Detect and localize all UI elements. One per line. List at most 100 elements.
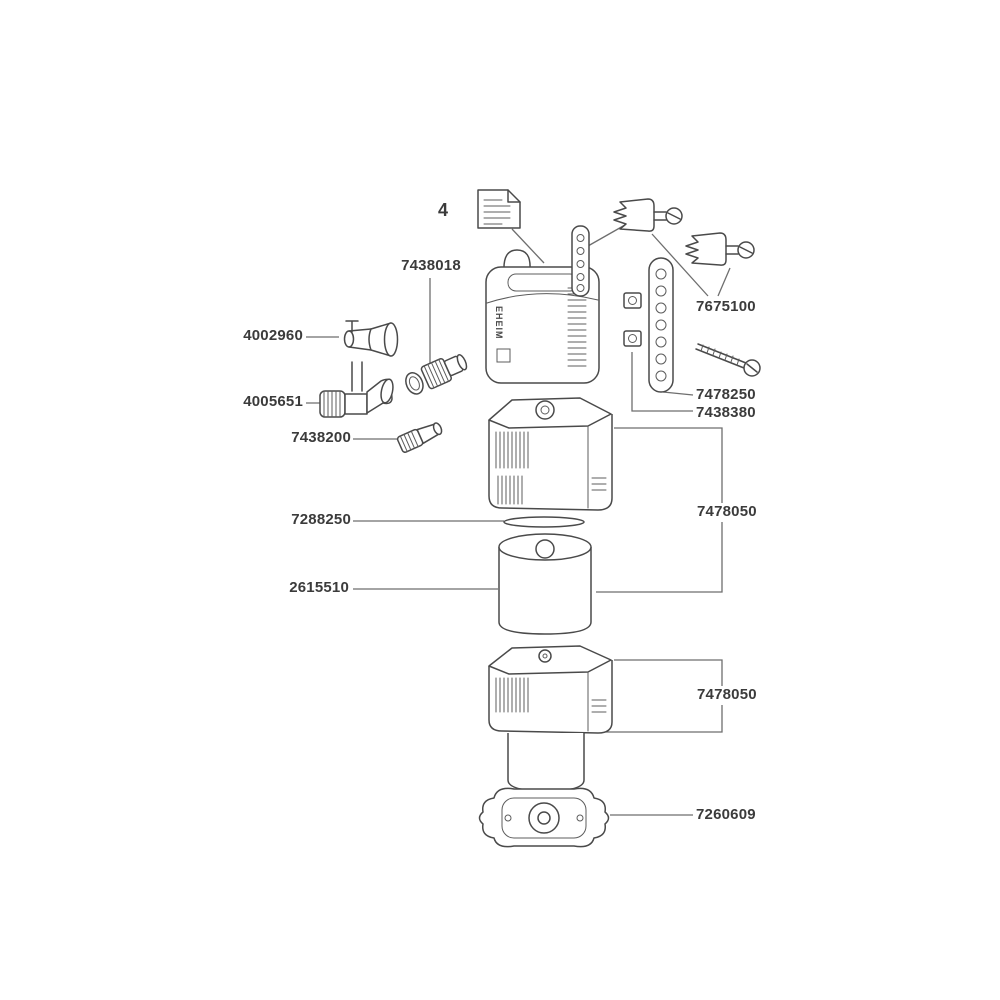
part-label-7675100: 7675100 — [696, 298, 756, 315]
nut-hole — [628, 296, 637, 305]
screw-shaft — [695, 343, 747, 369]
carry-handle — [503, 249, 531, 272]
square-nut-2 — [623, 330, 642, 347]
canister-lower-boss — [538, 649, 552, 663]
leader-clip2-7675100 — [717, 267, 731, 297]
canister-upper-vents-1 — [495, 431, 529, 469]
motor-cylinder — [507, 733, 585, 792]
leader-7438380 — [631, 352, 693, 412]
hole-rail-long — [648, 257, 674, 393]
part-label-7478050-upper: 7478050 — [694, 503, 760, 522]
fine-filter-pad — [503, 516, 585, 528]
rail-hole — [576, 234, 585, 242]
suction-cup-rim — [383, 322, 399, 357]
o-ring-inner — [408, 376, 420, 391]
clip-body — [685, 232, 727, 266]
square-nut-1 — [623, 292, 642, 309]
coupling-with-oring — [405, 354, 468, 395]
pump-head: EHEIM — [485, 249, 600, 384]
motor-cylinder-body — [507, 733, 585, 792]
filter-canister-lower — [488, 645, 613, 734]
mounting-clip-2 — [685, 232, 755, 266]
suction-stem — [343, 330, 355, 348]
sheet-fold — [507, 189, 521, 203]
canister-upper-body — [488, 414, 613, 511]
foam-cylinder — [498, 547, 592, 635]
foam-center-hole — [535, 539, 555, 559]
rail-long-body — [648, 257, 674, 393]
rail-hole — [576, 273, 585, 281]
canister-upper-vents-2 — [497, 475, 523, 505]
pump-top-edge — [486, 293, 599, 304]
canister-lower-vents — [495, 677, 529, 713]
leader-instructions — [511, 228, 545, 264]
part-label-4005651: 4005651 — [243, 393, 303, 410]
coupling-tip — [456, 354, 468, 371]
canister-upper-side-slots — [591, 477, 607, 491]
clip-body — [613, 198, 655, 232]
rail-hole — [576, 247, 585, 255]
part-label-7438200: 7438200 — [291, 429, 351, 446]
suction-cup-assembly — [343, 320, 399, 357]
elbow-barrel — [344, 393, 368, 415]
mounting-clip-1 — [613, 198, 683, 232]
rail-hole — [655, 268, 667, 280]
suction-arm — [348, 328, 372, 351]
canister-upper-boss — [535, 400, 555, 420]
base-plate-hub-hole — [537, 811, 551, 825]
part-label-7438018: 7438018 — [401, 257, 461, 274]
rail-hole — [655, 353, 667, 365]
nut-body — [623, 292, 642, 309]
mounting-screw — [695, 343, 761, 377]
hole-rail-short — [571, 225, 590, 297]
rail-hole — [655, 336, 667, 348]
part-label-7260609: 7260609 — [696, 806, 756, 823]
figure-number: 4 — [438, 200, 449, 220]
base-plate-inner — [501, 797, 587, 839]
elbow-knurling — [323, 390, 341, 418]
clip-screw-shaft — [725, 245, 739, 255]
part-label-7438380: 7438380 — [696, 404, 756, 421]
rail-hole — [655, 319, 667, 331]
filter-canister-upper — [488, 397, 613, 511]
coupling-ribs — [423, 358, 450, 389]
nozzle — [396, 422, 443, 453]
base-plate-screw-left — [504, 814, 512, 822]
screw-head-slot — [746, 363, 758, 373]
rail-hole — [576, 284, 585, 292]
rail-hole — [576, 260, 585, 268]
foam-cartridge — [498, 533, 592, 635]
nozzle-ribs — [399, 430, 419, 453]
nozzle-tip — [432, 422, 443, 436]
elbow-bell-rim — [380, 378, 394, 404]
pump-brand-text: EHEIM — [494, 306, 504, 340]
outlet-elbow — [319, 361, 394, 418]
rail-hole — [655, 285, 667, 297]
sheet-page — [477, 189, 521, 229]
pump-outlet-port — [496, 348, 511, 363]
part-label-7288250: 7288250 — [291, 511, 351, 528]
filter-pad-disc — [503, 516, 585, 528]
elbow-stem — [351, 361, 363, 392]
leader-7478250 — [662, 391, 694, 396]
screw-threads — [700, 344, 740, 366]
canister-lower-side-slots — [591, 699, 607, 713]
nut-hole — [628, 334, 637, 343]
leader-clip1-7675100 — [651, 233, 709, 297]
rail-hole — [655, 302, 667, 314]
canister-upper-boss-hole — [540, 405, 550, 415]
sheet-text-lines — [483, 199, 511, 225]
part-label-7478050-lower: 7478050 — [694, 686, 760, 705]
instruction-sheet-icon — [477, 189, 521, 229]
base-plate-screw-right — [576, 814, 584, 822]
part-label-7478250: 7478250 — [696, 386, 756, 403]
clip-screw-slot — [667, 212, 681, 220]
canister-lower-boss-hole — [542, 653, 548, 659]
clip-screw-slot — [739, 246, 753, 254]
base-plate — [478, 787, 610, 848]
clip-screw-shaft — [653, 211, 667, 221]
rail-hole — [655, 370, 667, 382]
part-label-4002960: 4002960 — [243, 327, 303, 344]
